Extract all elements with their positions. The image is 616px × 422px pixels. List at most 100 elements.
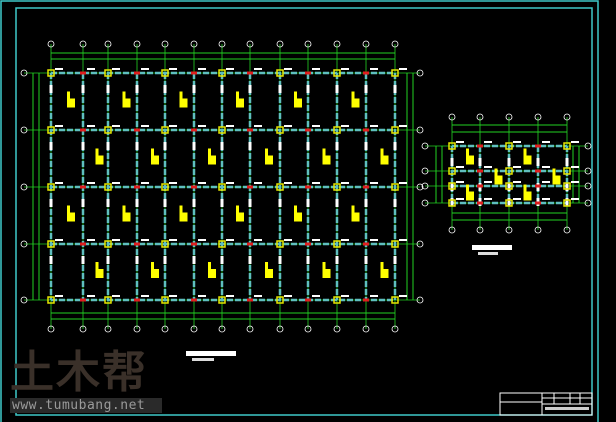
axis-bubble — [391, 325, 399, 333]
column — [276, 126, 284, 134]
axis-bubble — [448, 226, 456, 234]
beam-label — [220, 142, 224, 150]
rebar-marker — [305, 185, 311, 189]
beam-label — [399, 182, 407, 184]
beam-label — [135, 142, 139, 150]
beam-label — [192, 256, 196, 264]
beam-label — [565, 158, 569, 166]
beam-label — [565, 198, 569, 206]
rebar-marker — [191, 242, 197, 246]
rebar-marker — [134, 71, 140, 75]
beam-label — [87, 239, 95, 241]
beam-label — [341, 295, 349, 297]
section-tag — [151, 262, 159, 278]
beam-label — [163, 142, 167, 150]
beam-label — [335, 256, 339, 264]
section-tag — [523, 148, 532, 165]
section-tag — [95, 262, 104, 278]
column — [161, 126, 169, 134]
beam-label — [306, 256, 310, 264]
column — [47, 296, 55, 304]
beam-label — [106, 85, 110, 93]
beam-label — [456, 198, 464, 200]
beam-label — [87, 295, 95, 297]
section-tag — [294, 91, 302, 108]
column — [276, 183, 284, 191]
axis-bubble — [563, 226, 571, 234]
column — [391, 296, 399, 304]
beam-label — [248, 199, 252, 207]
rebar-marker — [477, 184, 483, 188]
beam-label — [393, 256, 397, 264]
beam-label — [571, 166, 579, 168]
beam-label — [163, 199, 167, 207]
section-tag — [95, 148, 104, 165]
beam-label — [87, 68, 95, 70]
beam-label — [306, 199, 310, 207]
rebar-marker — [535, 144, 541, 148]
watermark-logo: 土木帮 — [10, 347, 148, 398]
beam-label — [278, 85, 282, 93]
beam-label — [49, 142, 53, 150]
beam-label — [393, 199, 397, 207]
beam-label — [542, 198, 550, 200]
section-tag — [122, 91, 131, 108]
beam-label — [484, 166, 492, 168]
main-plan-title — [186, 351, 236, 361]
axis-bubble — [79, 325, 87, 333]
axis-bubble — [534, 113, 542, 121]
axis-bubble — [246, 325, 254, 333]
rebar-marker — [134, 128, 140, 132]
rebar-marker — [305, 242, 311, 246]
beam-label — [284, 295, 292, 297]
axis-bubble — [362, 40, 370, 48]
rebar-marker — [80, 128, 86, 132]
beam-label — [399, 125, 407, 127]
axis-bubble — [584, 199, 592, 207]
column — [505, 142, 513, 150]
beam-label — [248, 256, 252, 264]
beam-label — [55, 182, 63, 184]
section-tag — [265, 148, 273, 165]
rebar-marker — [80, 185, 86, 189]
axis-bubble — [584, 142, 592, 150]
column — [218, 240, 226, 248]
axis-bubble — [20, 126, 28, 134]
outer-frame — [0, 0, 599, 422]
beam-label — [226, 239, 234, 241]
axis-bubble — [276, 40, 284, 48]
section-tag — [494, 168, 503, 185]
rebar-marker — [191, 128, 197, 132]
axis-bubble — [20, 183, 28, 191]
section-tag — [151, 148, 159, 165]
section-tag — [322, 148, 331, 165]
beam-label — [49, 256, 53, 264]
rebar-marker — [477, 201, 483, 205]
axis-bubble — [333, 40, 341, 48]
beam-label — [198, 295, 206, 297]
beam-label — [370, 182, 378, 184]
axis-bubble — [416, 296, 424, 304]
column — [161, 296, 169, 304]
axis-bubble — [20, 240, 28, 248]
beam-label — [312, 239, 320, 241]
beam-label — [192, 142, 196, 150]
beam-label — [112, 182, 120, 184]
axis-bubble — [534, 226, 542, 234]
axis-bubble — [448, 113, 456, 121]
beam-label — [112, 125, 120, 127]
beam-label — [513, 141, 521, 143]
beam-label — [55, 295, 63, 297]
column — [563, 199, 571, 207]
column — [161, 183, 169, 191]
beam-label — [507, 198, 511, 206]
secondary-floor-plan — [421, 113, 592, 234]
rebar-marker — [363, 185, 369, 189]
beam-label — [306, 85, 310, 93]
beam-label — [284, 182, 292, 184]
beam-label — [254, 295, 262, 297]
beam-label — [341, 239, 349, 241]
rebar-marker — [247, 185, 253, 189]
column — [563, 167, 571, 175]
